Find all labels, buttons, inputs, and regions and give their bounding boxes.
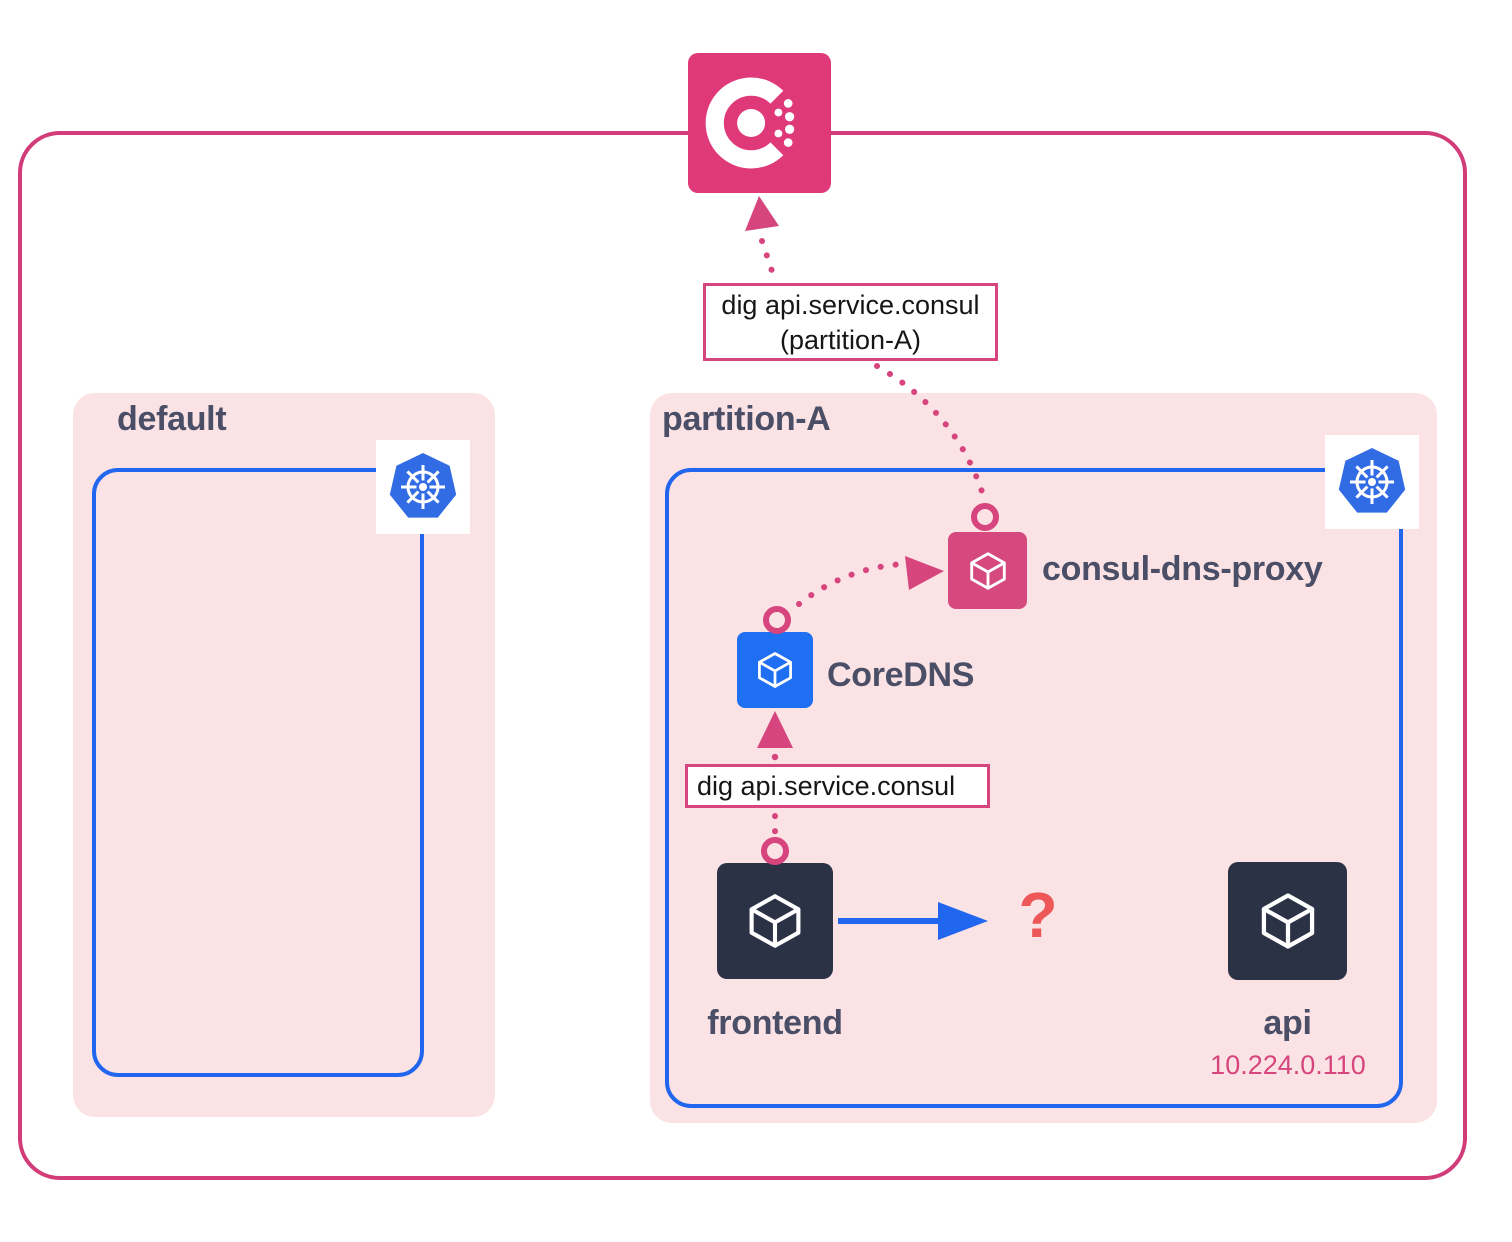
consul-logo xyxy=(688,53,831,193)
node-consul-dns-proxy xyxy=(948,532,1027,609)
consul-icon xyxy=(705,77,795,169)
cube-icon xyxy=(749,894,801,948)
kubernetes-badge-partition-a xyxy=(1325,435,1419,529)
cluster-partition-a-panel xyxy=(650,393,1437,1123)
k8s-boundary-default xyxy=(92,468,424,1077)
kubernetes-icon xyxy=(1338,448,1406,513)
node-frontend-label: frontend xyxy=(707,1004,843,1042)
kubernetes-icon xyxy=(389,453,457,518)
dns-query-line1: dig api.service.consul xyxy=(721,290,980,320)
node-api-label: api xyxy=(1263,1004,1312,1042)
node-api xyxy=(1228,862,1347,980)
cube-icon xyxy=(758,652,792,688)
node-consul-dns-proxy-label: consul-dns-proxy xyxy=(1042,550,1323,588)
question-mark: ? xyxy=(1018,879,1058,951)
cluster-partition-a-title: partition-A xyxy=(662,400,831,438)
dns-query-text: dig api.service.consul xyxy=(697,771,956,801)
dns-query-annotation-local: dig api.service.consul xyxy=(685,764,990,808)
cube-icon xyxy=(969,551,1006,590)
kubernetes-badge-default xyxy=(376,440,470,534)
node-coredns xyxy=(737,632,813,708)
cluster-default-title: default xyxy=(117,400,227,438)
node-frontend xyxy=(717,863,833,979)
cube-icon xyxy=(1261,893,1314,949)
dns-query-line2: (partition-A) xyxy=(779,325,922,355)
node-coredns-label: CoreDNS xyxy=(827,656,975,694)
dns-query-annotation-partition: dig api.service.consul (partition-A) xyxy=(703,283,998,361)
k8s-boundary-partition-a xyxy=(665,468,1403,1108)
node-api-ip: 10.224.0.110 xyxy=(1210,1050,1366,1080)
